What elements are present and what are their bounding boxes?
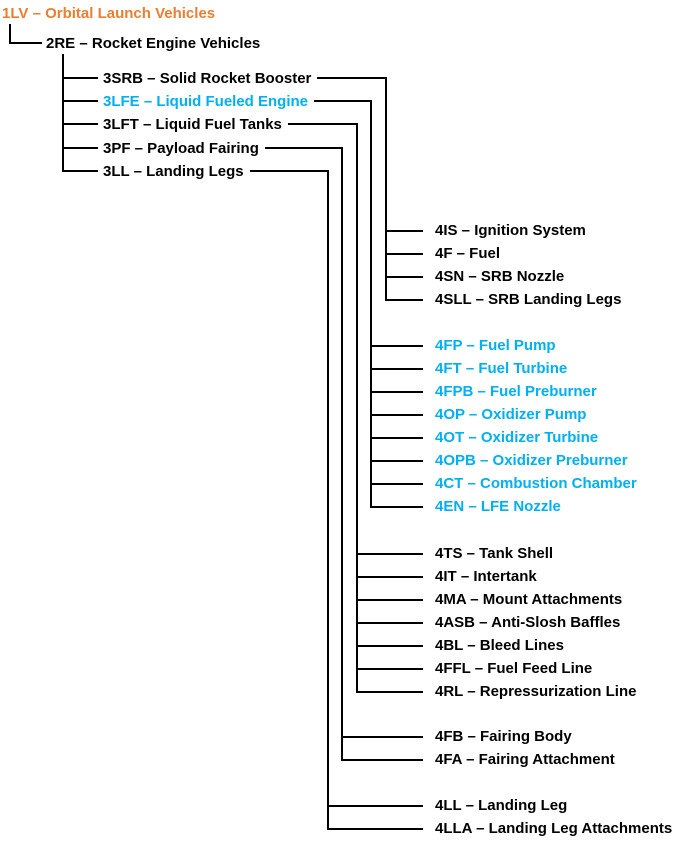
connector-line	[287, 123, 358, 125]
node-3pf: 3PF – Payload Fairing	[103, 139, 259, 157]
connector-line	[356, 691, 423, 693]
connector-line	[370, 100, 372, 508]
connector-line	[356, 645, 423, 647]
connector-line	[62, 54, 64, 172]
node-4fp: 4FP – Fuel Pump	[435, 337, 556, 354]
connector-line	[62, 170, 98, 172]
connector-line	[341, 736, 423, 738]
node-4opb: 4OPB – Oxidizer Preburner	[435, 452, 628, 469]
connector-line	[62, 123, 98, 125]
connector-line	[356, 599, 423, 601]
node-3lfe: 3LFE – Liquid Fueled Engine	[103, 92, 309, 110]
node-4fb: 4FB – Fairing Body	[435, 728, 572, 745]
connector-line	[370, 414, 423, 416]
connector-line	[341, 147, 343, 761]
node-3lft: 3LFT – Liquid Fuel Tanks	[103, 115, 282, 133]
node-4f: 4F – Fuel	[435, 245, 501, 262]
connector-line	[9, 24, 11, 43]
connector-line	[370, 345, 423, 347]
node-3srb-row: 3SRB – Solid Rocket Booster	[103, 67, 387, 89]
connector-line	[370, 368, 423, 370]
node-1lv: 1LV – Orbital Launch Vehicles	[2, 5, 216, 22]
node-3srb: 3SRB – Solid Rocket Booster	[103, 69, 312, 87]
connector-line	[327, 170, 329, 830]
node-4sll: 4SLL – SRB Landing Legs	[435, 291, 622, 308]
node-3ll: 3LL – Landing Legs	[103, 162, 244, 180]
node-4ft: 4FT – Fuel Turbine	[435, 360, 568, 377]
connector-line	[370, 460, 423, 462]
node-4it: 4IT – Intertank	[435, 568, 537, 585]
connector-line	[370, 391, 423, 393]
connector-line	[62, 77, 98, 79]
node-4fpb: 4FPB – Fuel Preburner	[435, 383, 597, 400]
node-3lft-row: 3LFT – Liquid Fuel Tanks	[103, 113, 358, 135]
node-4asb: 4ASB – Anti-Slosh Baffles	[435, 614, 621, 631]
connector-line	[317, 77, 387, 79]
node-4ts: 4TS – Tank Shell	[435, 545, 554, 562]
connector-line	[385, 77, 387, 301]
node-4rl: 4RL – Repressurization Line	[435, 683, 637, 700]
connector-line	[249, 170, 329, 172]
connector-line	[314, 100, 372, 102]
connector-line	[341, 759, 423, 761]
node-3ll-row: 3LL – Landing Legs	[103, 160, 329, 182]
node-4fa: 4FA – Fairing Attachment	[435, 751, 615, 768]
connector-line	[385, 276, 423, 278]
node-2re: 2RE – Rocket Engine Vehicles	[46, 35, 261, 52]
connector-line	[370, 483, 423, 485]
connector-line	[62, 147, 98, 149]
node-4ct: 4CT – Combustion Chamber	[435, 475, 637, 492]
connector-line	[9, 42, 42, 44]
node-4bl: 4BL – Bleed Lines	[435, 637, 564, 654]
connector-line	[264, 147, 343, 149]
connector-line	[62, 100, 98, 102]
node-3pf-row: 3PF – Payload Fairing	[103, 137, 343, 159]
connector-line	[356, 123, 358, 693]
connector-line	[327, 828, 423, 830]
node-4ffl: 4FFL – Fuel Feed Line	[435, 660, 593, 677]
connector-line	[385, 253, 423, 255]
connector-line	[370, 437, 423, 439]
node-4ll: 4LL – Landing Leg	[435, 797, 568, 814]
connector-line	[356, 553, 423, 555]
connector-line	[385, 299, 423, 301]
node-4is: 4IS – Ignition System	[435, 222, 586, 239]
node-4op: 4OP – Oxidizer Pump	[435, 406, 587, 423]
connector-line	[327, 805, 423, 807]
node-4lla: 4LLA – Landing Leg Attachments	[435, 820, 673, 837]
node-4ot: 4OT – Oxidizer Turbine	[435, 429, 599, 446]
node-3lfe-row: 3LFE – Liquid Fueled Engine	[103, 90, 372, 112]
connector-line	[356, 576, 423, 578]
connector-line	[385, 230, 423, 232]
node-4en: 4EN – LFE Nozzle	[435, 498, 561, 515]
connector-line	[356, 622, 423, 624]
connector-line	[370, 506, 423, 508]
node-4ma: 4MA – Mount Attachments	[435, 591, 623, 608]
connector-line	[356, 668, 423, 670]
node-4sn: 4SN – SRB Nozzle	[435, 268, 565, 285]
